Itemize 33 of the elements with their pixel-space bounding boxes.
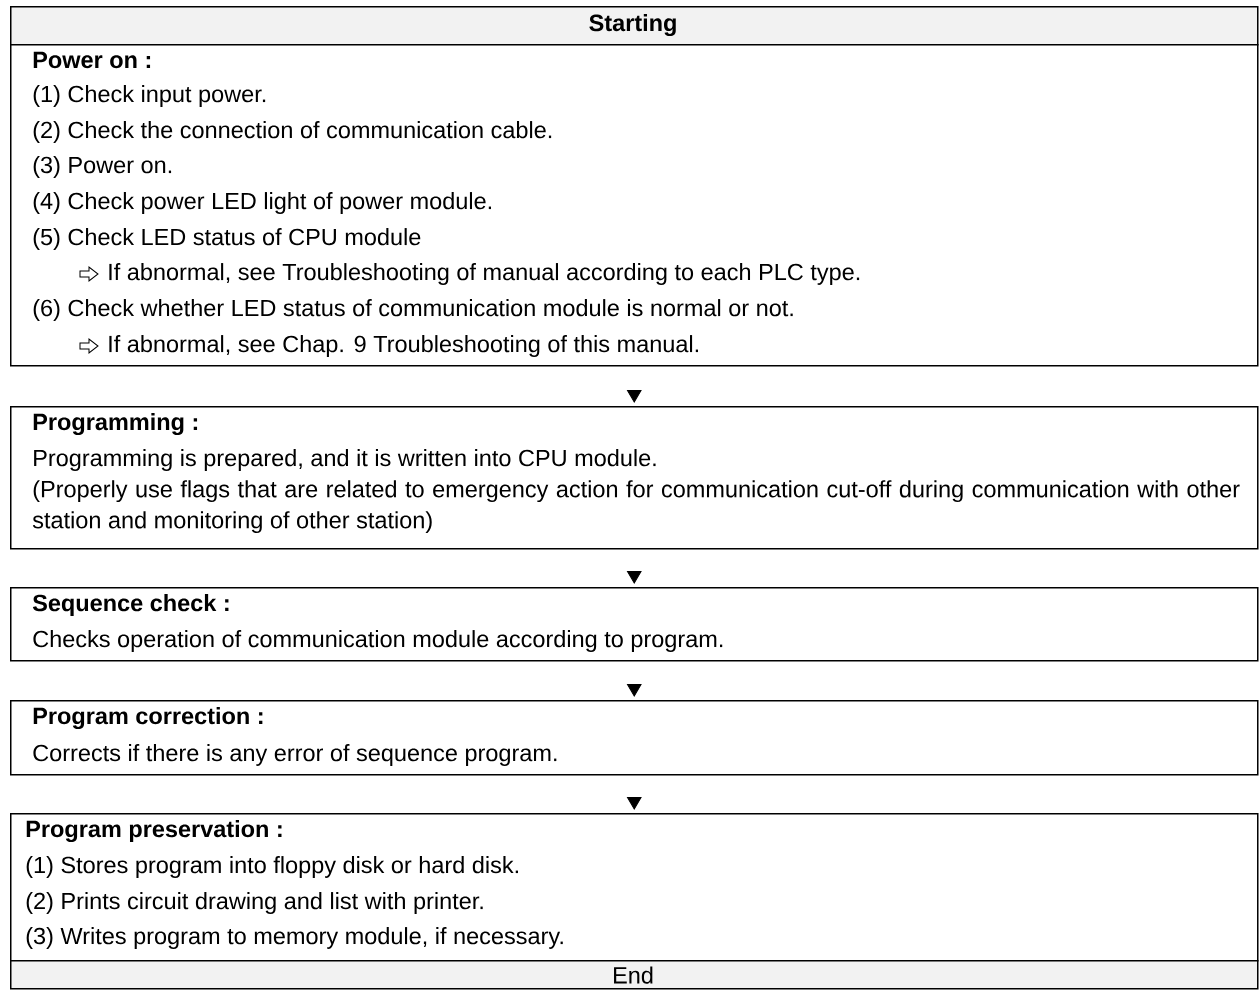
step-text: (4) Check power LED light of power module.	[33, 192, 491, 214]
heading: End	[614, 966, 653, 984]
step-text: (1) Check input power.	[33, 85, 266, 107]
step-box	[10, 700, 1259, 776]
step-text: If abnormal, see Troubleshooting of manual according to each PLC type.	[109, 263, 860, 285]
arrow	[627, 796, 642, 810]
heading: Power on :	[33, 51, 151, 69]
step-text: (3) Writes program to memory module, if necessary.	[26, 927, 563, 949]
step-box	[10, 406, 1259, 550]
heading: Starting	[589, 14, 676, 36]
heading: Sequence check :	[32, 594, 229, 616]
arrow	[627, 683, 642, 697]
step-text: (2) Check the connection of communication cable.	[33, 121, 552, 143]
arrow	[627, 570, 642, 584]
step-text: (2) Prints circuit drawing and list with printer.	[26, 892, 483, 914]
title-band	[10, 6, 1259, 46]
step-text: (6) Check whether LED status of communication module is normal or not.	[33, 299, 793, 321]
step-text: If abnormal, see Chap. 9 Troubleshooting of this manual.	[109, 335, 698, 357]
step-text: (1) Stores program into floppy disk or hard disk.	[26, 856, 518, 878]
heading: Program preservation :	[26, 820, 282, 842]
step-box	[10, 587, 1259, 662]
step-text: Checks operation of communication module according to program.	[33, 630, 723, 652]
arrow	[627, 389, 642, 403]
step-text: Programming is prepared, and it is written into CPU module.	[34, 449, 656, 471]
step-text: (5) Check LED status of CPU module	[33, 228, 421, 250]
step-text: Corrects if there is any error of sequence program.	[33, 744, 557, 766]
step-box	[10, 44, 1259, 367]
heading: Program correction :	[33, 707, 263, 729]
note-text: (Properly use flags that are related to emergency action for communication cut-off during communication with other station and monitoring of other station)	[32, 480, 1240, 534]
heading: Programming :	[33, 413, 198, 435]
title-band	[10, 960, 1259, 990]
step-box	[10, 813, 1259, 962]
step-text: (3) Power on.	[33, 156, 172, 178]
